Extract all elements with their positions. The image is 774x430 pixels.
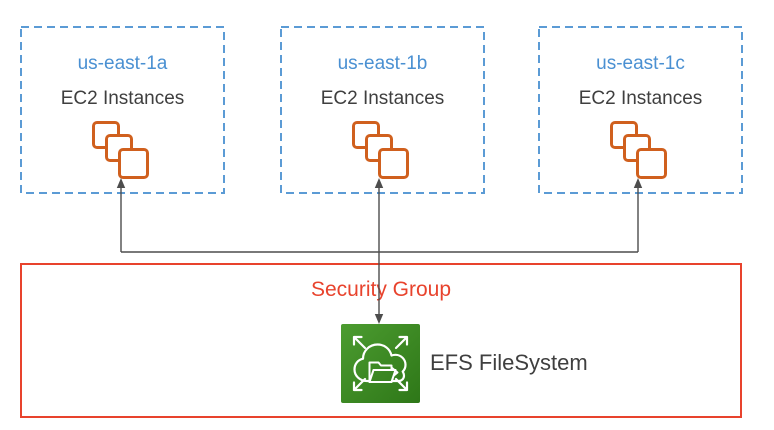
ec2-instances-icon [92,120,150,180]
efs-filesystem-label: EFS FileSystem [430,350,588,375]
zone-label: us-east-1c [596,53,685,74]
ec2-instances-label: EC2 Instances [60,88,185,109]
zone-us-east-1c: us-east-1c EC2 Instances [538,26,743,194]
ec2-square-front [636,148,667,179]
zone-us-east-1b: us-east-1b EC2 Instances [280,26,485,194]
ec2-square-front [118,148,149,179]
zone-label: us-east-1a [77,53,168,74]
zone-us-east-1a: us-east-1a EC2 Instances [20,26,225,194]
arrowheads [116,178,643,324]
ec2-instances-label: EC2 Instances [578,88,703,109]
zone-label: us-east-1b [337,53,428,74]
ec2-instances-icon [352,120,410,180]
arrow-down-icon [374,314,384,324]
ec2-instances-label: EC2 Instances [320,88,445,109]
ec2-instances-icon [610,120,668,180]
ec2-square-front [378,148,409,179]
security-group-label: Security Group [310,278,452,301]
efs-icon [341,324,420,403]
